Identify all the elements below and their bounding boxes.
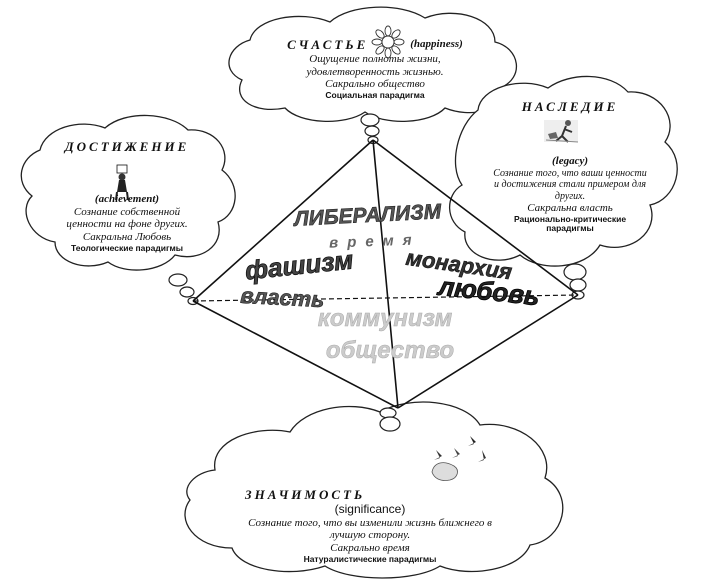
bubble-chain-bottom [379,407,401,432]
happiness-paradigm: Социальная парадигма [325,89,425,100]
word-liberalism: ЛИБЕРАЛИЗМ [292,200,443,231]
butterflies-hand-icon [431,436,486,481]
pyramid-base-right [397,294,579,409]
significance-title: ЗНАЧИМОСТЬ [245,487,366,502]
legacy-text-block: НАСЛЕДИЕ (legacy) Сознание того, что ваш… [490,99,650,234]
pyramid-edge-front [372,139,399,409]
word-power: власть [240,283,325,312]
pyramid-edge-right [372,139,579,296]
word-society: общество [326,337,454,364]
pyramid-base-back [192,294,579,302]
bubble-chain-right [563,263,587,300]
legacy-description: Сознание того, что ваши ценности и дости… [493,167,647,202]
legacy-sacral: Сакральна власть [527,202,613,215]
happiness-text-block: СЧАСТЬЕ (happiness) Ощущение полноты жиз… [240,37,510,101]
achievement-description: Сознание собственной ценности на фоне др… [66,205,188,231]
significance-english: (significance) [334,501,406,516]
cloud-achievement [20,114,236,271]
pyramid-edge-left [192,139,374,302]
significance-sacral: Сакрально время [330,542,410,555]
achievement-paradigm: Теологические парадигмы [70,242,184,253]
word-fascism: фашизм [243,244,354,285]
happiness-sacral: Сакрально общество [325,78,425,91]
legacy-title: НАСЛЕДИЕ [521,99,619,114]
legacy-english: (legacy) [551,154,589,167]
pyramid [192,139,579,409]
bubble-chain-top [360,113,380,145]
flower-icon [371,25,405,59]
legacy-paradigm: Рационально-критические парадигмы [513,213,627,234]
significance-paradigm: Натуралистические парадигмы [303,553,437,564]
achievement-english: (achievement) [94,192,160,205]
person-with-dog-icon [544,120,579,143]
achievement-sacral: Сакральна Любовь [82,230,172,243]
significance-text-block: ЗНАЧИМОСТЬ (significance) Сознание того,… [205,487,535,564]
word-communism: коммунизм [318,305,453,332]
achievement-title: ДОСТИЖЕНИЕ [64,139,190,154]
cloud-legacy [449,75,678,267]
cloud-significance [184,401,564,579]
pyramid-base-left [192,300,399,409]
trophy-figure-icon [115,164,129,201]
word-time: время [329,231,421,251]
happiness-description: Ощущение полноты жизни, удовлетворенност… [306,52,444,78]
achievement-text-block: ДОСТИЖЕНИЕ (achievement) Сознание собств… [32,139,222,253]
happiness-title: СЧАСТЬЕ [287,37,369,52]
happiness-english: (happiness) [410,38,463,50]
significance-description: Сознание того, что вы изменили жизнь бли… [248,516,492,542]
